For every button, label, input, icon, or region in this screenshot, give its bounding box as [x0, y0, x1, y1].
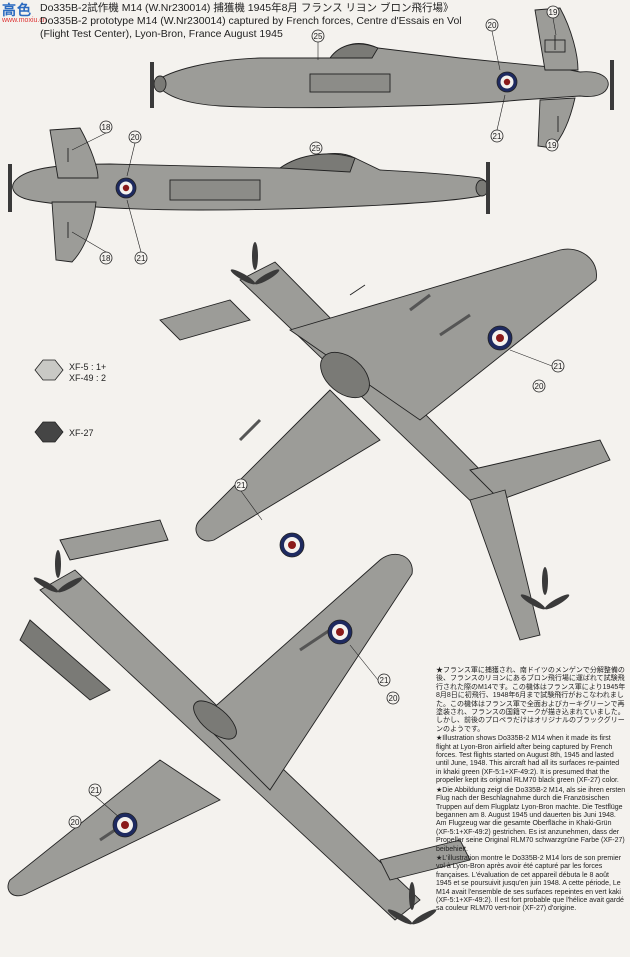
planform-upper [159, 248, 611, 641]
svg-text:25: 25 [314, 32, 323, 41]
svg-text:25: 25 [312, 144, 321, 153]
callout-markers: 25 20 19 21 19 18 20 25 18 21 21 20 21 2… [68, 5, 565, 829]
side-profile-lower [8, 127, 490, 263]
svg-text:21: 21 [493, 132, 502, 141]
header-location: (Flight Test Center), Lyon-Bron, France … [40, 28, 283, 40]
header-japanese-title: Do335B-2試作機 M14 (W.Nr230014) 捕獲機 1945年8月… [40, 2, 454, 14]
svg-text:21: 21 [91, 786, 100, 795]
side-profile-upper [150, 7, 614, 149]
svg-text:18: 18 [102, 254, 111, 263]
note-english: ★Illustration shows Do335B-2 M14 when it… [436, 735, 620, 785]
swatch-dark-label: XF-27 [69, 428, 94, 438]
note-japanese: ★フランス軍に捕獲され、南ドイツのメンゲンで分解整備の後、フランスのリヨンにある… [436, 667, 626, 733]
svg-text:21: 21 [137, 254, 146, 263]
svg-text:20: 20 [389, 694, 398, 703]
svg-text:19: 19 [548, 141, 557, 150]
svg-text:20: 20 [131, 133, 140, 142]
svg-text:21: 21 [237, 481, 246, 490]
svg-text:21: 21 [554, 362, 563, 371]
watermark-logo: 高色 www.moxiu.cn [2, 2, 47, 24]
notes-block: ★フランス軍に捕獲され、南ドイツのメンゲンで分解整備の後、フランスのリヨンにある… [436, 667, 626, 915]
svg-text:20: 20 [71, 818, 80, 827]
color-swatches [34, 359, 64, 443]
svg-text:18: 18 [102, 123, 111, 132]
svg-text:19: 19 [549, 8, 558, 17]
svg-text:20: 20 [488, 21, 497, 30]
svg-text:21: 21 [380, 676, 389, 685]
swatch-khaki-label: XF-5 : 1+ XF-49 : 2 [69, 362, 107, 383]
header-english-title: Do335B-2 prototype M14 (W.Nr230014) capt… [40, 15, 462, 27]
note-french: ★L'illustration montre le Do335B-2 M14 l… [436, 854, 624, 913]
svg-text:20: 20 [535, 382, 544, 391]
note-german: ★Die Abbildung zeigt die Do335B-2 M14, a… [436, 786, 626, 853]
